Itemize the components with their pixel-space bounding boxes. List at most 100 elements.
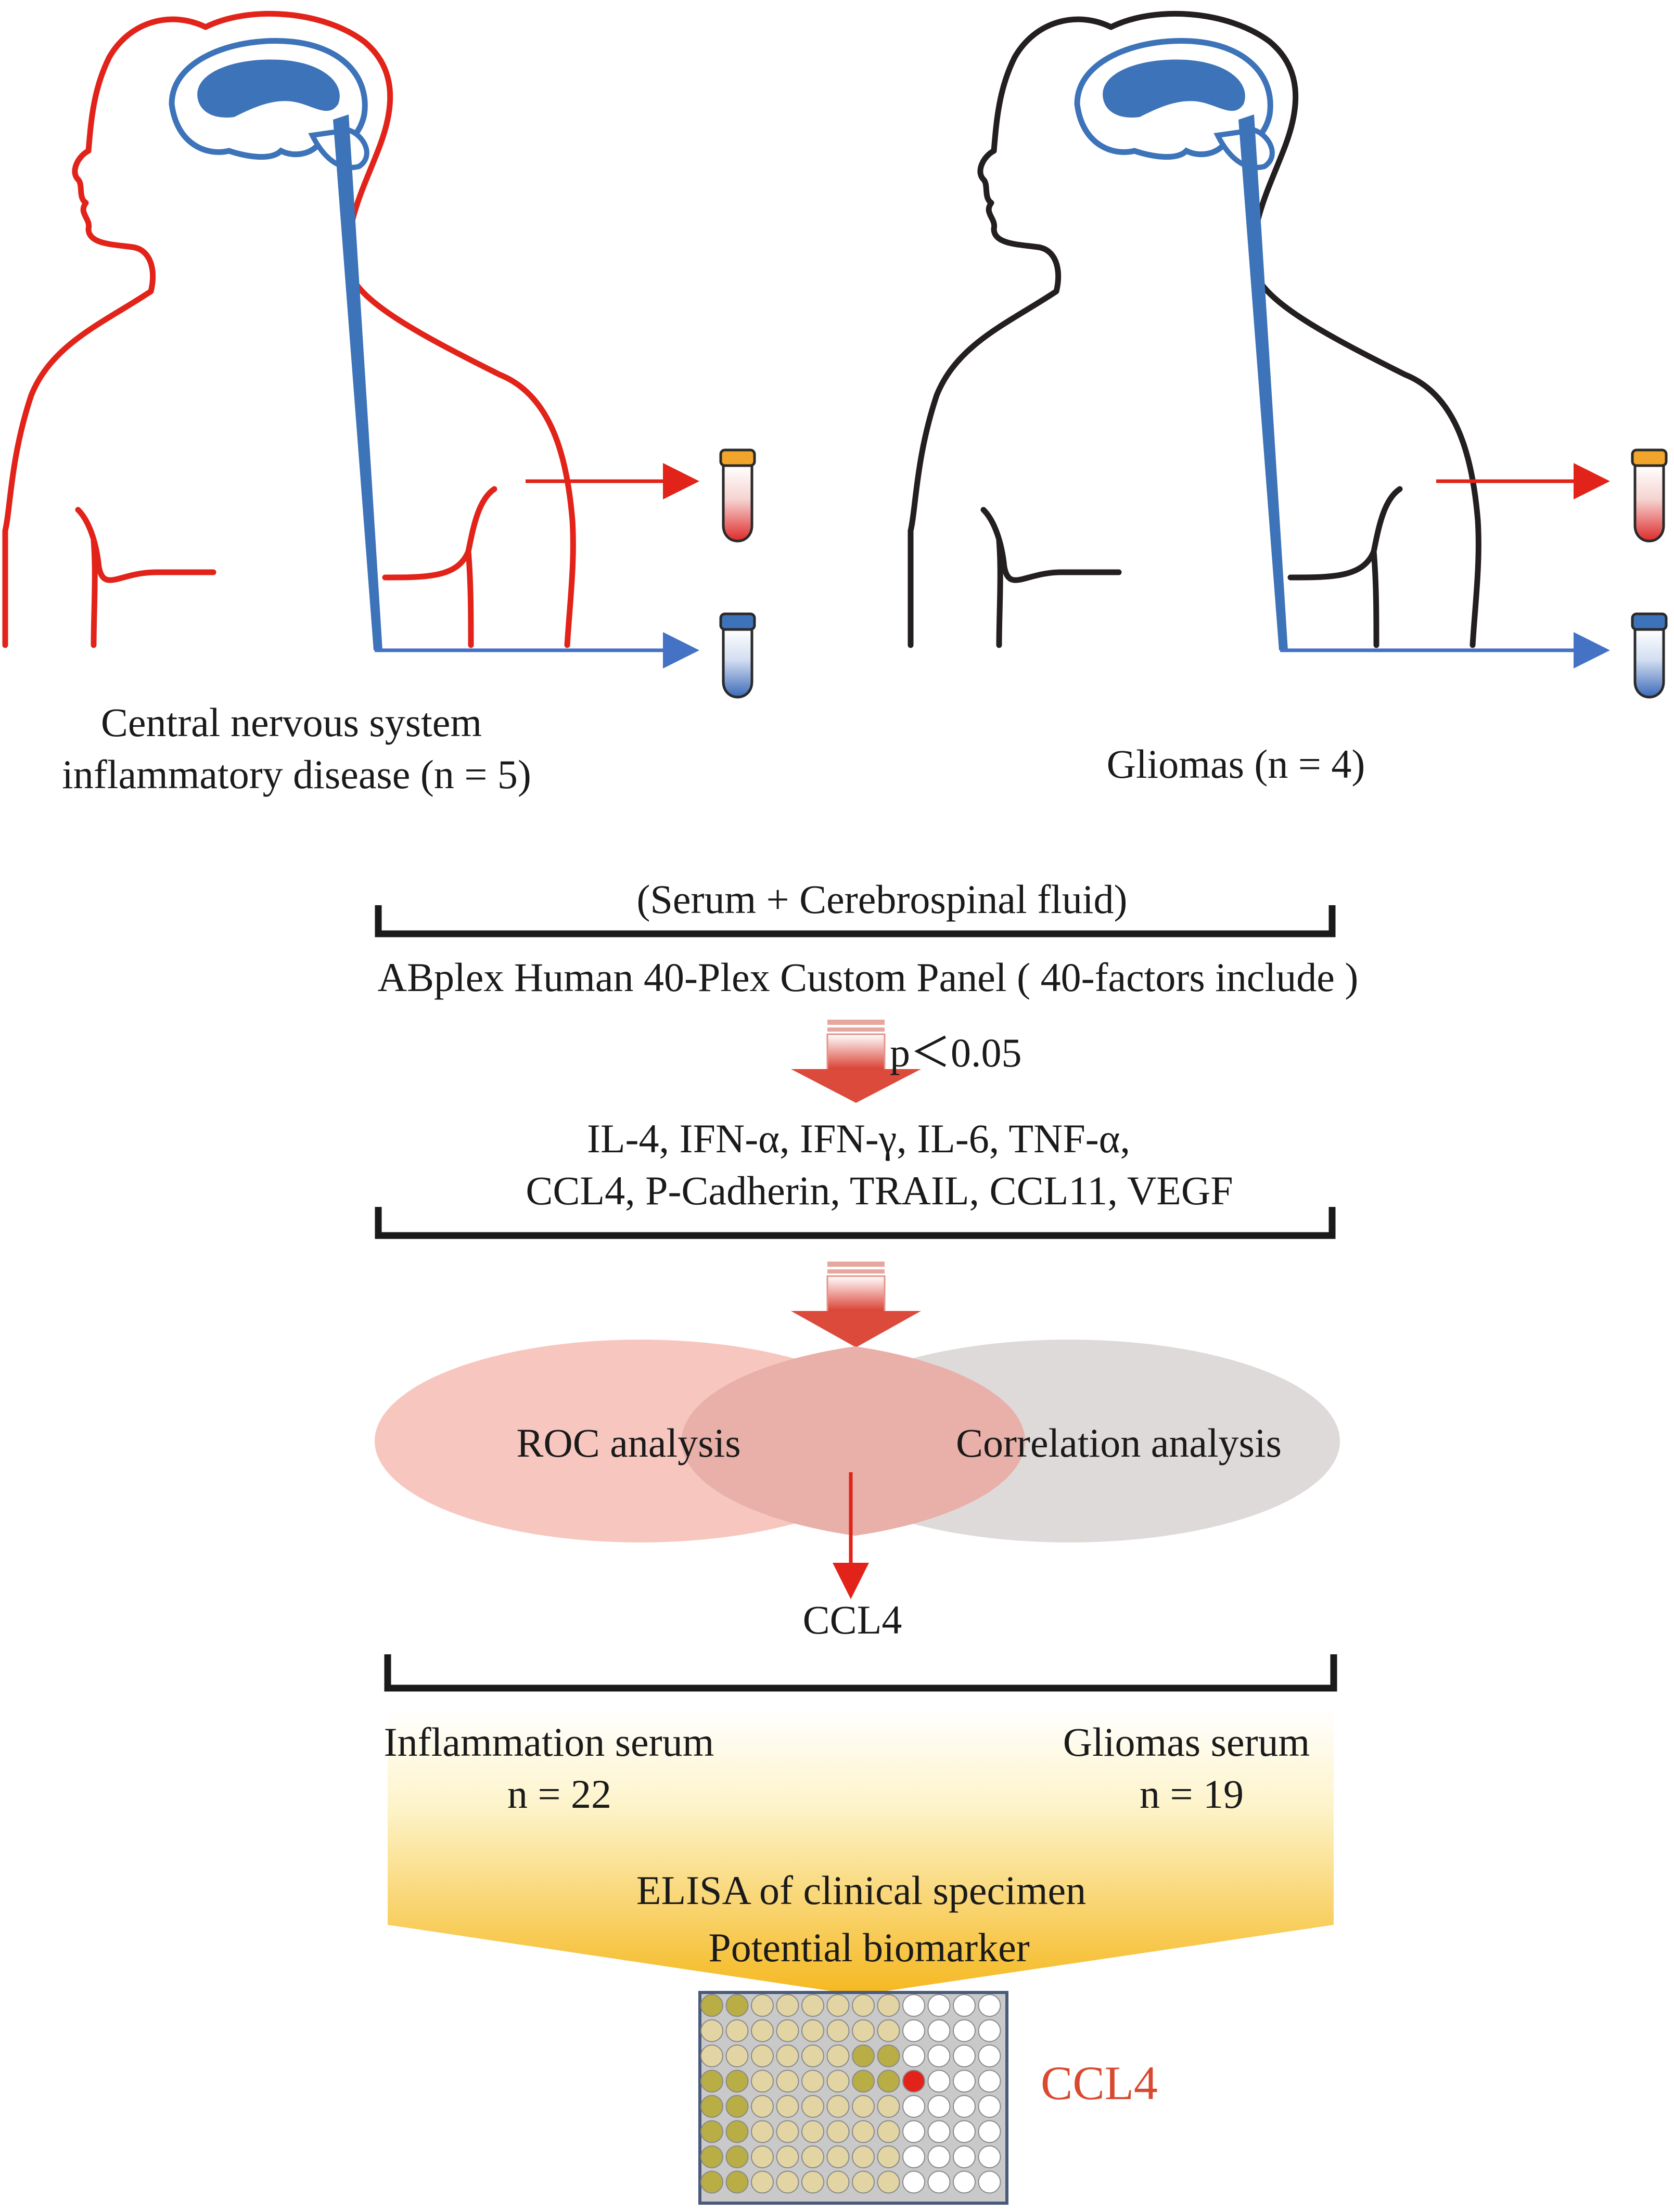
plate-well [927, 2044, 951, 2067]
plate-well [700, 2069, 723, 2093]
plate-well [978, 2019, 1001, 2042]
plate-well [826, 2170, 850, 2194]
plate-well [877, 2120, 900, 2143]
plate-well [927, 2095, 951, 2118]
plate-well [978, 2145, 1001, 2168]
plate-well [877, 2170, 900, 2194]
plate-well [776, 2145, 799, 2168]
plate-well [776, 2120, 799, 2143]
cns-serum-tube [719, 448, 756, 543]
correlation-analysis-label: Correlation analysis [956, 1420, 1282, 1465]
plate-well [751, 2170, 774, 2194]
panel-label: ABplex Human 40-Plex Custom Panel ( 40-f… [378, 955, 1359, 1000]
plate-well [826, 2044, 850, 2067]
plate-well [826, 2095, 850, 2118]
plate-well [877, 2069, 900, 2093]
inflammation-serum-n: n = 22 [507, 1771, 611, 1817]
glioma-patient-figure [908, 10, 1481, 650]
plate-well [801, 2170, 824, 2194]
inflammation-serum-label: Inflammation serum [384, 1719, 714, 1765]
plate-well [953, 2019, 976, 2042]
plate-well [751, 2120, 774, 2143]
plate-well [725, 2095, 749, 2118]
biomarker-label: Potential biomarker [708, 1925, 1029, 1970]
plate-well [953, 2069, 976, 2093]
plate-well [927, 2145, 951, 2168]
plate-well [877, 2019, 900, 2042]
plate-well [700, 1994, 723, 2017]
glioma-arm-right-inner [1371, 548, 1379, 648]
cns-group-label-line2: inflammatory disease (n = 5) [62, 752, 531, 797]
plate-well [877, 2145, 900, 2168]
factors-bracket [375, 1207, 1336, 1239]
plate-well [902, 2095, 925, 2118]
cns-arm-left-inner [91, 538, 98, 648]
plate-well [826, 2069, 850, 2093]
plate-well [700, 2019, 723, 2042]
plate-well [852, 1994, 875, 2017]
elisa-plate [698, 1991, 1008, 2205]
plate-well [902, 2069, 925, 2093]
gliomas-serum-label: Gliomas serum [1063, 1719, 1310, 1765]
plate-well [751, 2044, 774, 2067]
plate-well [927, 2120, 951, 2143]
plate-well [801, 1994, 824, 2017]
plate-ccl4-label: CCL4 [1041, 2056, 1158, 2110]
plate-well [953, 2170, 976, 2194]
plate-well [978, 2120, 1001, 2143]
plate-well [953, 2095, 976, 2118]
plate-well [725, 2069, 749, 2093]
plate-well [953, 1994, 976, 2017]
plate-well [700, 2170, 723, 2194]
plate-well [801, 2044, 824, 2067]
plate-well [902, 2019, 925, 2042]
plate-well [927, 2170, 951, 2194]
gliomas-serum-n: n = 19 [1140, 1771, 1244, 1817]
plate-well [725, 2019, 749, 2042]
glioma-arm-left [980, 507, 1122, 583]
plate-well [852, 2145, 875, 2168]
plate-well [927, 2019, 951, 2042]
plate-well [801, 2019, 824, 2042]
plate-well [852, 2044, 875, 2067]
plate-well [852, 2120, 875, 2143]
plate-well [953, 2044, 976, 2067]
plate-well [953, 2145, 976, 2168]
elisa-label: ELISA of clinical specimen [636, 1868, 1086, 1913]
plate-well [801, 2069, 824, 2093]
plate-well [852, 2019, 875, 2042]
factors-line2: CCL4, P-Cadherin, TRAIL, CCL11, VEGF [526, 1168, 1233, 1213]
plate-well [725, 2170, 749, 2194]
plate-well [801, 2095, 824, 2118]
plate-well [902, 2120, 925, 2143]
analysis-down-arrow [791, 1262, 921, 1347]
roc-analysis-label: ROC analysis [516, 1420, 740, 1465]
plate-well [776, 2170, 799, 2194]
plate-well [877, 2095, 900, 2118]
cns-patient-figure [2, 10, 576, 650]
plate-well [801, 2120, 824, 2143]
plate-well [978, 2044, 1001, 2067]
plate-well [953, 2120, 976, 2143]
plate-well [978, 1994, 1001, 2017]
glioma-brain-inner [1103, 59, 1245, 118]
cns-csf-tube [719, 612, 756, 699]
plate-well [877, 1994, 900, 2017]
glioma-arm-left-inner [996, 538, 1003, 648]
plate-well [852, 2069, 875, 2093]
plate-well [700, 2044, 723, 2067]
cns-arm-right-inner [465, 548, 474, 648]
plate-well [978, 2095, 1001, 2118]
result-ccl4-label: CCL4 [803, 1597, 902, 1642]
plate-well [852, 2170, 875, 2194]
plate-well [978, 2069, 1001, 2093]
plate-well [700, 2145, 723, 2168]
sample-bracket [375, 905, 1336, 937]
plate-well [776, 2019, 799, 2042]
plate-well [700, 2095, 723, 2118]
plate-well [725, 2044, 749, 2067]
glioma-group-label: Gliomas (n = 4) [1107, 741, 1365, 787]
validation-bracket [384, 1654, 1337, 1692]
cns-spinal-cord [333, 114, 382, 650]
plate-well [902, 2170, 925, 2194]
